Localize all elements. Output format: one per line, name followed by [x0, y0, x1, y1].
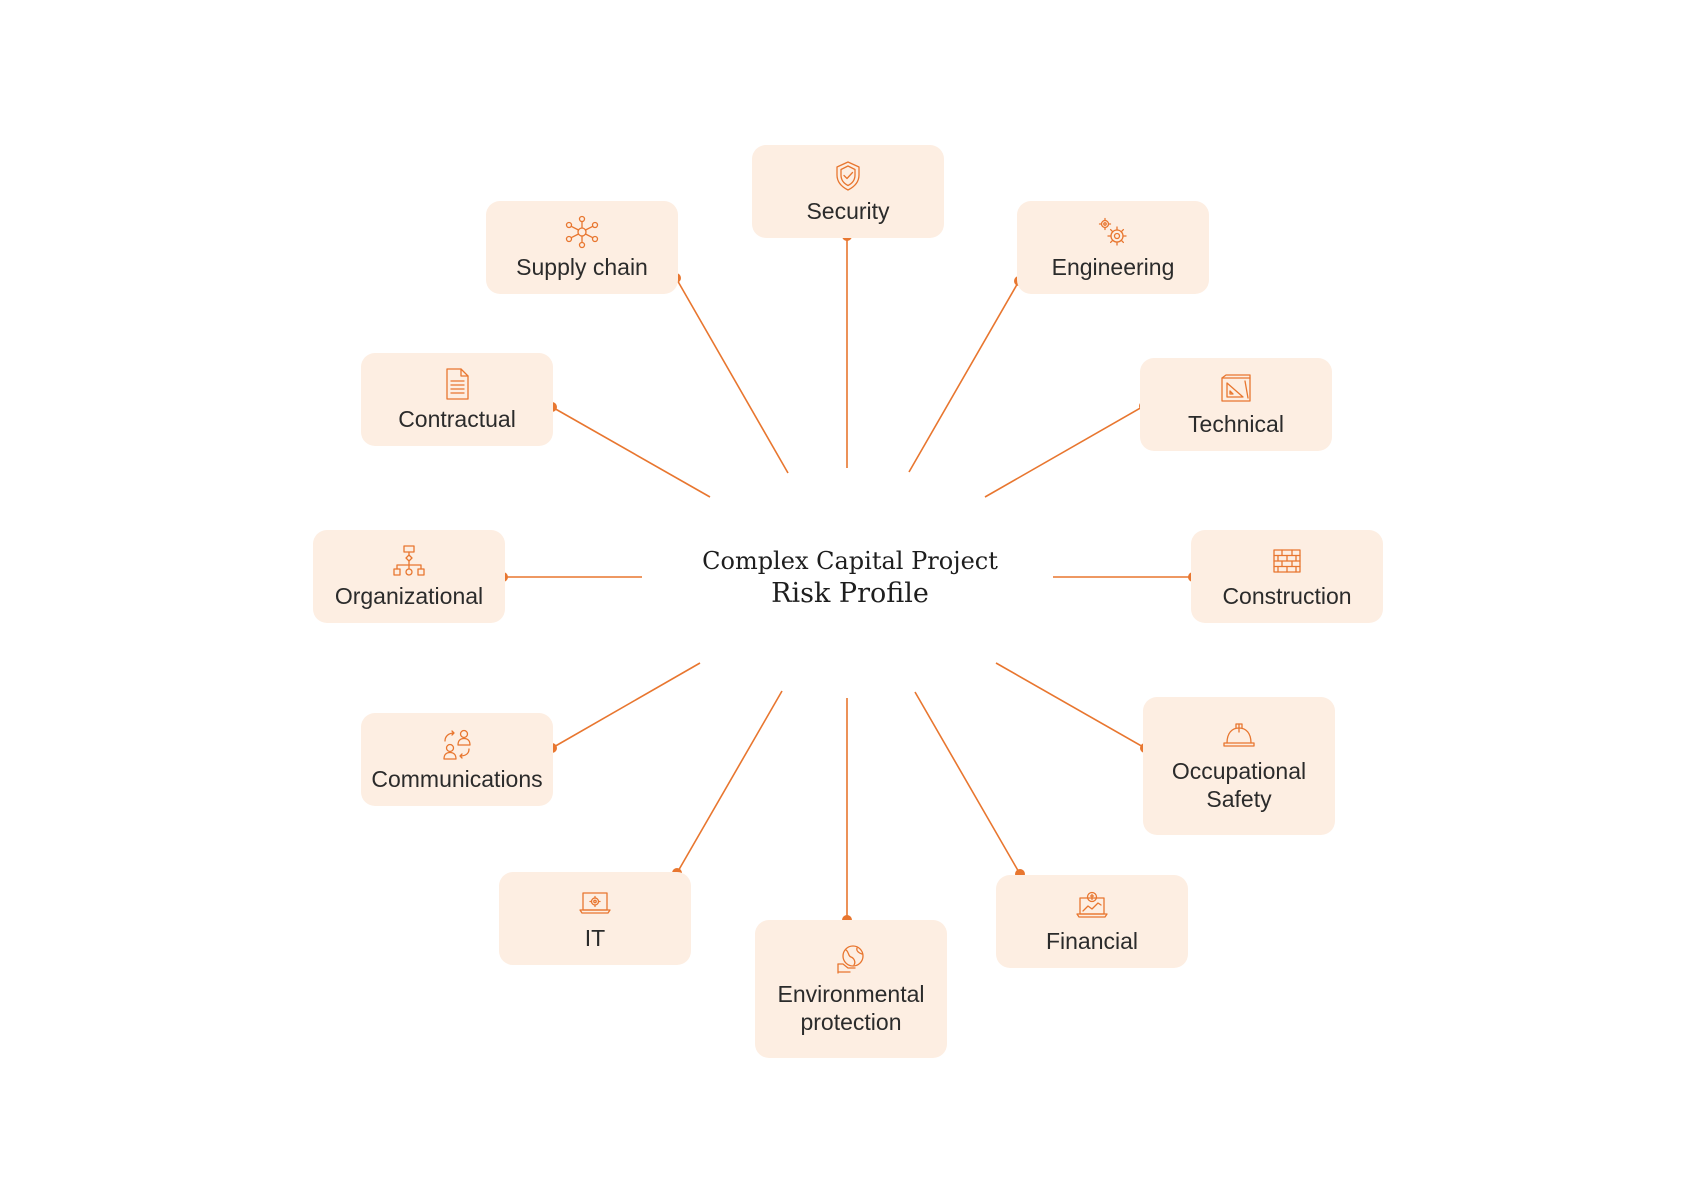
- node-label-communications: Communications: [371, 765, 543, 792]
- node-technical: Technical: [1140, 358, 1332, 451]
- laptop-dollar-chart-icon: [1075, 889, 1109, 923]
- connector-financial: [914, 691, 1021, 875]
- connector-contractual: [551, 406, 711, 498]
- connector-supply-chain: [675, 277, 789, 474]
- node-label-contractual: Contractual: [398, 405, 516, 432]
- node-label-supply-chain: Supply chain: [516, 253, 648, 280]
- gears-icon: [1096, 215, 1130, 249]
- connector-it: [676, 690, 783, 874]
- node-engineering: Engineering: [1017, 201, 1209, 294]
- center-title: Complex Capital Project Risk Profile: [650, 545, 1050, 611]
- hard-hat-icon: [1222, 719, 1256, 753]
- globe-hand-icon: [834, 942, 868, 976]
- connector-technical: [984, 405, 1145, 498]
- node-label-organizational: Organizational: [334, 582, 484, 609]
- org-chart-icon: [392, 544, 426, 578]
- node-label-occupational-safety: Occupational Safety: [1171, 758, 1307, 812]
- node-label-financial: Financial: [1045, 927, 1139, 954]
- brick-wall-icon: [1270, 544, 1304, 578]
- blueprint-ruler-icon: [1219, 372, 1253, 406]
- center-title-line2: Risk Profile: [771, 578, 929, 609]
- network-hub-icon: [565, 215, 599, 249]
- node-contractual: Contractual: [361, 353, 553, 446]
- node-label-environmental-protection: Environmental protection: [777, 981, 925, 1035]
- people-exchange-icon: [440, 727, 474, 761]
- node-organizational: Organizational: [313, 530, 505, 623]
- node-security: Security: [752, 145, 944, 238]
- laptop-gear-icon: [578, 886, 612, 920]
- connector-engineering: [908, 280, 1020, 473]
- node-financial: Financial: [996, 875, 1188, 968]
- node-label-construction: Construction: [1222, 582, 1352, 609]
- center-title-line1: Complex Capital Project: [702, 547, 998, 575]
- node-label-it: IT: [584, 924, 606, 951]
- connector-occupational-safety: [995, 662, 1146, 749]
- node-supply-chain: Supply chain: [486, 201, 678, 294]
- node-occupational-safety: Occupational Safety: [1143, 697, 1335, 835]
- shield-check-icon: [831, 159, 865, 193]
- node-label-security: Security: [806, 197, 890, 224]
- node-it: IT: [499, 872, 691, 965]
- connector-communications: [551, 662, 701, 749]
- node-label-engineering: Engineering: [1051, 253, 1175, 280]
- node-communications: Communications: [361, 713, 553, 806]
- document-icon: [440, 367, 474, 401]
- node-environmental-protection: Environmental protection: [755, 920, 947, 1058]
- node-label-technical: Technical: [1188, 410, 1284, 437]
- node-construction: Construction: [1191, 530, 1383, 623]
